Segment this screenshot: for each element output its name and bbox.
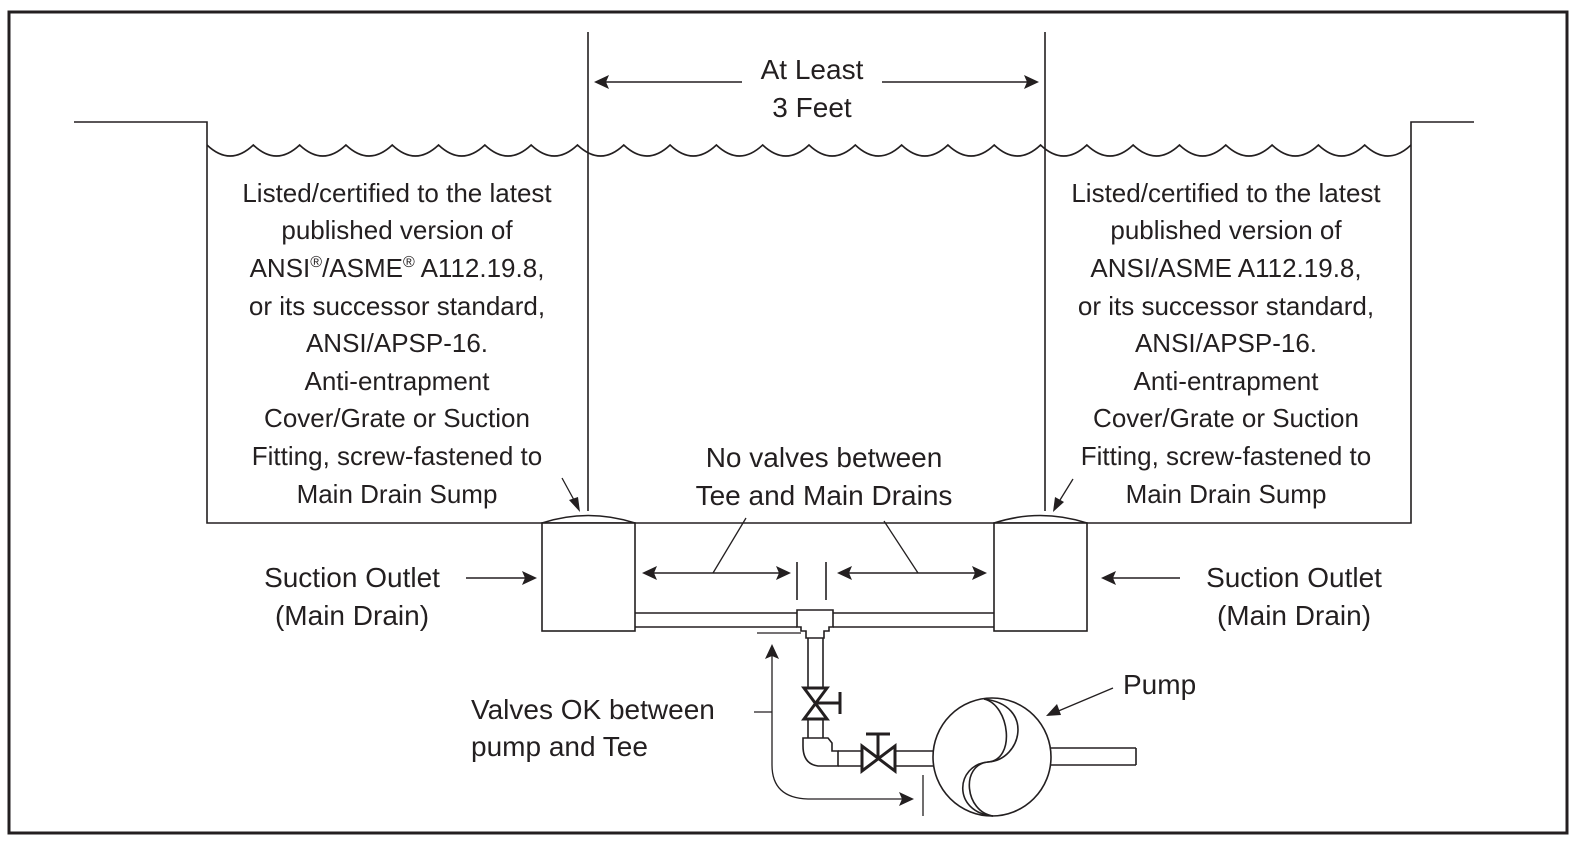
left-main-drain <box>541 514 636 632</box>
spacing-label-line1: At Least <box>761 54 864 85</box>
svg-text:or its successor standard,: or its successor standard, <box>1078 291 1374 321</box>
valves-ok-bracket-arrow <box>754 644 924 816</box>
svg-text:ANSI/APSP-16.: ANSI/APSP-16. <box>306 328 488 358</box>
vertical-suction-pipe <box>807 638 824 738</box>
right-certification-note: Listed/certified to the latest published… <box>1071 178 1381 509</box>
left-note-arrow <box>561 477 580 512</box>
water-surface <box>206 143 1412 157</box>
no-valves-leader-right <box>883 520 919 574</box>
valves-ok-label-line1: Valves OK between <box>471 694 715 725</box>
right-outlet-label-line1: Suction Outlet <box>1206 562 1382 593</box>
svg-text:Fitting, screw-fastened to: Fitting, screw-fastened to <box>252 441 542 471</box>
valves-ok-label-line2: pump and Tee <box>471 731 648 762</box>
svg-text:published version of: published version of <box>1110 215 1342 245</box>
svg-text:or its successor standard,: or its successor standard, <box>249 291 545 321</box>
pump-label: Pump <box>1123 669 1196 700</box>
spacing-label-line2: 3 Feet <box>772 92 852 123</box>
pump-arrow <box>1046 687 1114 716</box>
right-outlet-arrow <box>1101 571 1180 585</box>
svg-text:ANSI/APSP-16.: ANSI/APSP-16. <box>1135 328 1317 358</box>
tee-fitting <box>796 609 834 639</box>
svg-text:Cover/Grate or Suction: Cover/Grate or Suction <box>1093 403 1359 433</box>
svg-text:ANSI/ASME A112.19.8,: ANSI/ASME A112.19.8, <box>1090 253 1361 283</box>
svg-text:Fitting, screw-fastened to: Fitting, screw-fastened to <box>1081 441 1371 471</box>
left-outlet-label-line1: Suction Outlet <box>264 562 440 593</box>
vertical-valve-icon <box>801 686 842 721</box>
svg-text:Main Drain Sump: Main Drain Sump <box>1126 479 1327 509</box>
pump-icon <box>932 697 1052 817</box>
pipe-elbow <box>802 737 839 767</box>
spacing-dimension-arrow <box>594 75 1039 89</box>
no-valves-leader-left <box>712 517 747 574</box>
pool-outline <box>74 121 1474 524</box>
main-drain-pipe <box>635 612 994 628</box>
svg-text:Main Drain Sump: Main Drain Sump <box>297 479 498 509</box>
no-valves-right-arrow <box>837 566 987 580</box>
svg-text:published version of: published version of <box>281 215 513 245</box>
svg-text:Cover/Grate or Suction: Cover/Grate or Suction <box>264 403 530 433</box>
pump-inlet-pipe <box>838 750 934 767</box>
left-outlet-arrow <box>466 571 537 585</box>
svg-text:ANSI®/ASME® A112.19.8,: ANSI®/ASME® A112.19.8, <box>250 253 545 283</box>
right-note-arrow <box>1053 478 1074 512</box>
no-valves-label-line1: No valves between <box>706 442 943 473</box>
left-outlet-label-line2: (Main Drain) <box>275 600 429 631</box>
no-valves-label-line2: Tee and Main Drains <box>696 480 953 511</box>
svg-text:Listed/certified to the latest: Listed/certified to the latest <box>1071 178 1381 208</box>
right-main-drain <box>993 514 1088 632</box>
horizontal-valve-icon <box>860 732 897 775</box>
pump-outlet-pipe <box>1051 747 1137 766</box>
svg-text:Anti-entrapment: Anti-entrapment <box>1134 366 1320 396</box>
figure-frame <box>7 10 1569 835</box>
left-certification-note: Listed/certified to the latest published… <box>242 178 552 509</box>
svg-text:Anti-entrapment: Anti-entrapment <box>305 366 491 396</box>
no-valves-left-arrow <box>642 566 791 580</box>
right-outlet-label-line2: (Main Drain) <box>1217 600 1371 631</box>
svg-text:Listed/certified to the latest: Listed/certified to the latest <box>242 178 552 208</box>
